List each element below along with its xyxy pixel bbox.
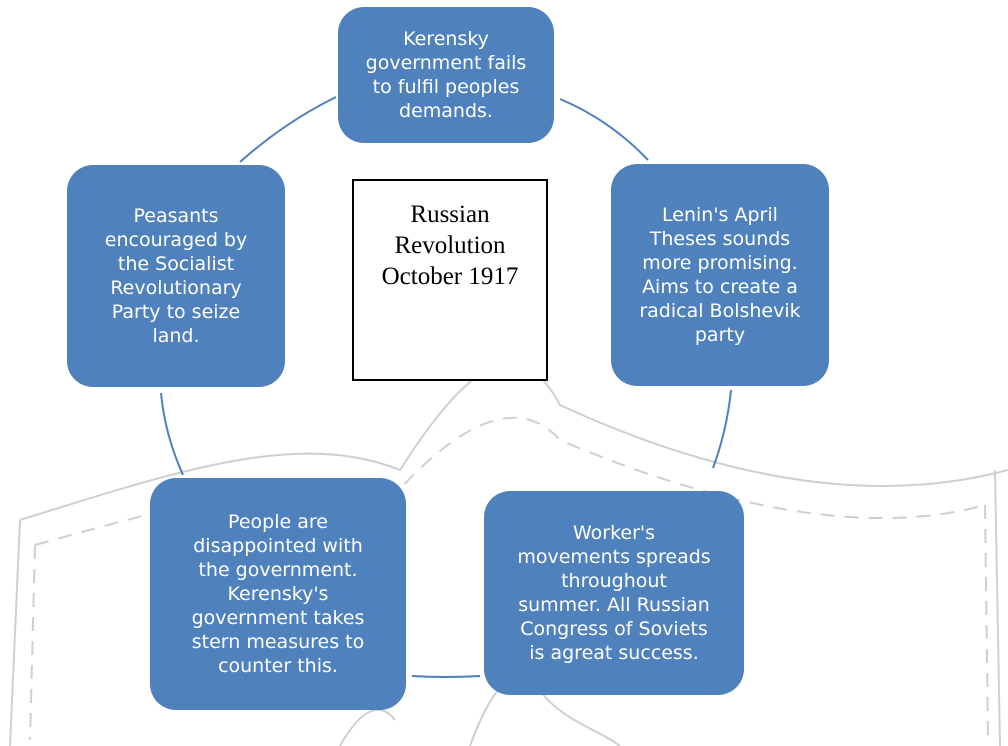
connector-top-right <box>559 98 649 161</box>
cycle-node-people: People are disappointed with the governm… <box>150 478 406 710</box>
cycle-node-peasants: Peasants encouraged by the Socialist Rev… <box>67 165 285 387</box>
cycle-node-kerensky-label: Kerensky government fails to fulfil peop… <box>365 28 527 122</box>
cycle-node-workers: Worker's movements spreads throughout su… <box>484 491 744 695</box>
cycle-node-peasants-label: Peasants encouraged by the Socialist Rev… <box>104 205 248 347</box>
cycle-node-kerensky: Kerensky government fails to fulfil peop… <box>338 7 554 143</box>
cycle-node-workers-label: Worker's movements spreads throughout su… <box>517 522 711 664</box>
cycle-node-people-label: People are disappointed with the governm… <box>191 511 365 677</box>
connector-left-top <box>239 96 337 163</box>
connector-bottomleft-left <box>160 392 184 476</box>
cycle-node-lenin: Lenin's April Theses sounds more promisi… <box>611 164 829 386</box>
cycle-connectors <box>160 96 732 678</box>
center-title: Russian Revolution October 1917 <box>381 201 519 290</box>
center-title-box: Russian Revolution October 1917 <box>352 179 548 381</box>
cycle-node-lenin-label: Lenin's April Theses sounds more promisi… <box>639 204 801 346</box>
connector-right-bottomright <box>712 389 732 469</box>
connector-bottomright-bottomleft <box>411 675 481 678</box>
